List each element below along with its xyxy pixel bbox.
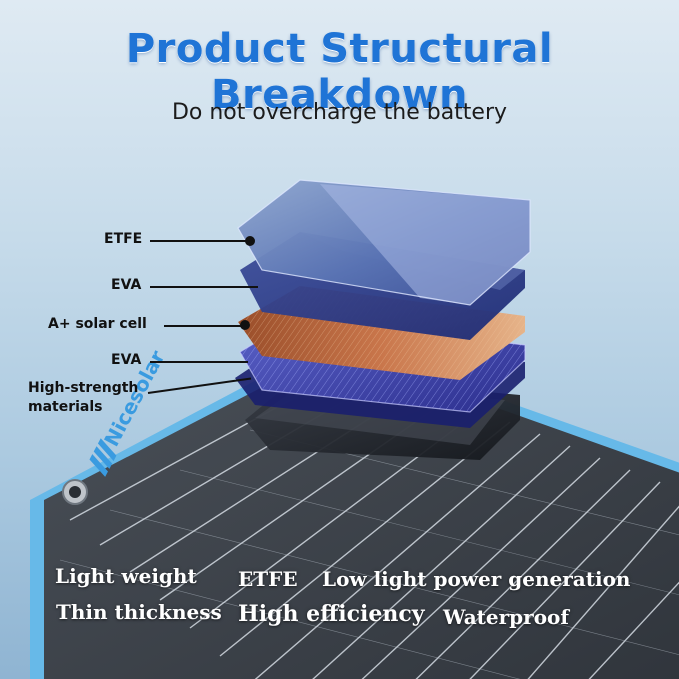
label-backing-line1: High-strength — [28, 380, 139, 396]
leader-eva-bottom — [150, 361, 248, 363]
leader-solar-cell — [164, 325, 242, 327]
etfe-pointer-dot — [245, 236, 255, 246]
label-backing-line2: materials — [28, 399, 103, 415]
label-solar-cell: A+ solar cell — [48, 316, 147, 332]
page-title: Product Structural Breakdown — [125, 26, 554, 118]
subtitle: Do not overcharge the battery — [171, 100, 508, 125]
feature-efficiency: High efficiency — [238, 601, 425, 627]
feature-low-light: Low light power generation — [322, 567, 631, 591]
leader-etfe — [150, 240, 246, 242]
feature-light-weight: Light weight — [55, 564, 197, 588]
label-eva-bottom: EVA — [111, 352, 142, 368]
label-etfe: ETFE — [104, 231, 143, 247]
feature-etfe: ETFE — [238, 567, 298, 591]
label-eva-top: EVA — [111, 277, 142, 293]
cell-pointer-dot — [240, 320, 250, 330]
feature-thin: Thin thickness — [56, 600, 222, 624]
feature-waterproof: Waterproof — [443, 605, 569, 629]
leader-eva-top — [150, 286, 258, 288]
layer-etfe — [237, 179, 531, 306]
